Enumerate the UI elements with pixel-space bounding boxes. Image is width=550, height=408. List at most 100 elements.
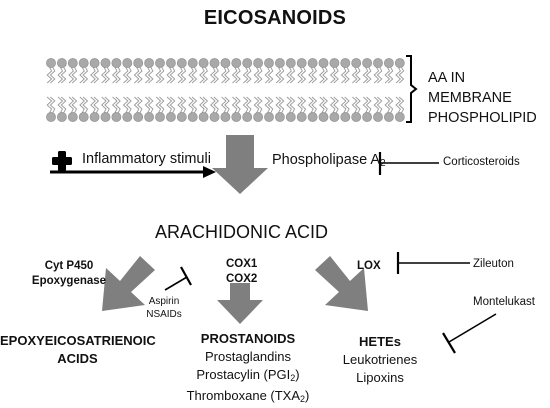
lipid-tail [166, 96, 173, 114]
lipid-head [242, 112, 253, 122]
lipid-tail [90, 66, 96, 84]
zileuton-label: Zileuton [473, 258, 514, 270]
thromboxane-text: Thromboxane (TXA [186, 388, 301, 403]
prostaglandins-label: Prostaglandins [205, 349, 291, 364]
lipid-head [264, 58, 274, 68]
lipid-tail [286, 66, 293, 84]
lipid-tail [213, 66, 219, 84]
lipid-tail [177, 96, 184, 114]
lipid-head [111, 58, 122, 68]
lipid-tail [68, 96, 75, 114]
phospholipase-subscript: 2 [380, 158, 386, 169]
lipid-tail [267, 96, 274, 114]
lipid-head [394, 58, 405, 68]
lipid-tail [158, 66, 165, 84]
lipid-tail [351, 96, 358, 114]
lipid-tail [82, 66, 89, 84]
prostanoids-heading: PROSTANOIDS [200, 331, 296, 346]
lipid-tail [93, 66, 100, 84]
lipid-head [209, 58, 220, 68]
lipid-tail [300, 66, 307, 84]
lipid-head [133, 112, 144, 122]
lipid-tail [267, 66, 274, 84]
lipid-head [318, 58, 329, 68]
lipid-head [122, 58, 133, 68]
lipid-tail [387, 96, 394, 114]
lipid-head [176, 112, 187, 122]
lipid-head [242, 58, 253, 68]
cox-label: COX1 COX2 [226, 257, 257, 287]
lipid-head [231, 112, 242, 122]
lipid-head [155, 58, 165, 68]
lipid-tail [344, 96, 350, 114]
lipid-tail [333, 66, 339, 84]
lipid-tail [220, 66, 227, 84]
lipid-tail [133, 96, 140, 114]
lipid-tail [82, 96, 89, 114]
hetes-heading: HETEs [359, 334, 401, 349]
lipid-head [274, 58, 285, 68]
lipid-tail [68, 66, 75, 84]
lipid-tail [319, 66, 325, 84]
membrane-label: AA IN MEMBRANE PHOSPHOLIPID [428, 68, 550, 128]
lipid-head [253, 112, 263, 122]
lipid-head [198, 112, 209, 122]
lipid-head [133, 58, 144, 68]
lipid-tail [322, 96, 328, 114]
lipid-tail [133, 66, 140, 84]
lipid-tail [253, 66, 260, 84]
lipid-tail [115, 96, 121, 114]
lipid-head [296, 112, 307, 122]
montelukast-inhibit-bar [442, 332, 456, 354]
thromboxane-label: Thromboxane (TXA2) [168, 387, 328, 408]
arrow-to-prostanoids [217, 283, 263, 324]
lipid-tail [365, 66, 372, 84]
lipid-tail [188, 66, 194, 84]
prostacylin-label: Prostacylin (PGI2) [168, 366, 328, 387]
lipid-tail [289, 96, 296, 114]
lipid-tail [79, 66, 85, 84]
lipid-tail [210, 96, 216, 114]
lipid-tail [220, 96, 227, 114]
inflammatory-stimuli-label: Inflammatory stimuli [82, 151, 211, 167]
cox2-label: COX2 [226, 273, 258, 285]
thromboxane-subscript: 2 [300, 394, 306, 404]
cyp450-epoxygenase-label: Cyt P450 Epoxygenase [20, 259, 118, 289]
lipid-tail [79, 96, 85, 114]
lipid-tail [384, 66, 391, 84]
lipid-tail [398, 96, 405, 114]
lipid-head [176, 58, 187, 68]
lipid-tail [57, 96, 64, 114]
lipid-head [307, 112, 318, 122]
lipid-tail [286, 96, 293, 114]
lipid-tail [155, 96, 162, 114]
lipid-tail [122, 66, 129, 84]
lipid-tail [344, 66, 350, 84]
lipid-tail [235, 66, 241, 84]
lipid-tail [275, 96, 282, 114]
lipid-head [307, 58, 318, 68]
diagram-title: EICOSANOIDS [203, 7, 347, 29]
lipid-tail [329, 96, 336, 114]
lipid-head [373, 58, 383, 68]
prostacylin-text: Prostacylin (PGI [196, 367, 291, 382]
lipid-tail [231, 96, 238, 114]
lipid-tail [111, 66, 118, 84]
lipid-tail [278, 96, 285, 114]
lipid-tail [256, 66, 263, 84]
lipid-tail [384, 96, 391, 114]
lipid-head [100, 112, 111, 122]
phospholipase-a2-label: Phospholipase A2 [272, 152, 386, 169]
lipid-tail [231, 66, 238, 84]
lipid-tail [191, 66, 198, 84]
montelukast-inhibit-line [448, 313, 497, 343]
lipid-head [165, 112, 176, 122]
lipid-head [351, 112, 362, 122]
lipid-tail [354, 96, 361, 114]
prostacylin-close: ) [295, 367, 300, 382]
lipid-head [362, 58, 372, 68]
epoxy-line1: EPOXYEICOSATRIENOIC [0, 333, 156, 348]
lipid-tail [199, 66, 205, 84]
epoxy-line2: ACIDS [57, 351, 98, 366]
lipid-tail [169, 96, 176, 114]
